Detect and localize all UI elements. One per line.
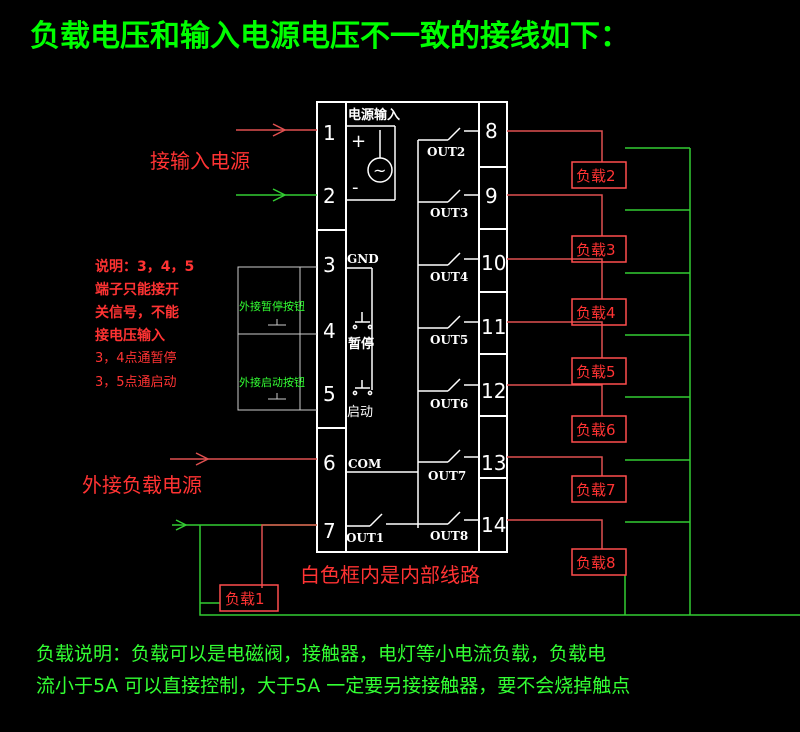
load-4: 负载4 bbox=[576, 304, 616, 322]
note-line-3: 关信号，不能 bbox=[95, 304, 179, 321]
out8-label: OUT8 bbox=[430, 529, 468, 543]
out2-label: OUT2 bbox=[427, 145, 465, 159]
load-7: 负载7 bbox=[576, 481, 616, 499]
terminal-1: 1 bbox=[323, 121, 336, 145]
load-feed-wires bbox=[507, 130, 603, 549]
out4-label: OUT4 bbox=[430, 270, 468, 284]
com-label: COM bbox=[348, 457, 381, 471]
terminal-11: 11 bbox=[481, 315, 506, 339]
terminal-10: 10 bbox=[481, 251, 506, 275]
power-input-label: 电源输入 bbox=[348, 107, 400, 123]
diagram-title: 负载电压和输入电源电压不一致的接线如下： bbox=[30, 19, 630, 54]
load-6: 负载6 bbox=[576, 421, 616, 439]
plus-sign: + bbox=[351, 131, 366, 152]
terminal-12: 12 bbox=[481, 379, 506, 403]
pause-switch-icon bbox=[352, 312, 373, 330]
internal-circuit-box bbox=[316, 101, 508, 553]
terminal-8: 8 bbox=[485, 119, 498, 143]
load-8: 负载8 bbox=[576, 554, 616, 572]
start-label: 启动 bbox=[347, 405, 373, 420]
connect-input-power-label: 接输入电源 bbox=[150, 149, 250, 173]
white-box-note: 白色框内是内部线路 bbox=[300, 563, 480, 587]
input-power-wires bbox=[236, 123, 317, 137]
relay-contacts bbox=[346, 127, 479, 527]
terminal-4: 4 bbox=[323, 319, 336, 343]
note-line-6: 3，5点通启动 bbox=[95, 375, 177, 390]
pause-label: 暂停 bbox=[348, 336, 374, 352]
terminal-13: 13 bbox=[481, 451, 506, 475]
load-return-wires bbox=[624, 147, 691, 615]
note-line-4: 接电压输入 bbox=[95, 327, 165, 344]
out6-label: OUT6 bbox=[430, 397, 468, 411]
load-note-line-1: 负载说明：负载可以是电磁阀，接触器，电灯等小电流负载，负载电 bbox=[36, 643, 606, 665]
load-1: 负载1 bbox=[225, 590, 265, 608]
out1-label: OUT1 bbox=[346, 531, 384, 545]
load-3: 负载3 bbox=[576, 241, 616, 259]
gnd-label: GND bbox=[347, 252, 379, 266]
ext-start-button-label: 外接启动按钮 bbox=[239, 375, 305, 389]
note-line-2: 端子只能接开 bbox=[95, 281, 179, 298]
load-2: 负载2 bbox=[576, 167, 616, 185]
out3-label: OUT3 bbox=[430, 206, 468, 220]
load-note-line-2: 流小于5A 可以直接控制，大于5A 一定要另接接触器，要不会烧掉触点 bbox=[36, 675, 630, 697]
terminal-7: 7 bbox=[323, 519, 336, 543]
terminal-3: 3 bbox=[323, 253, 336, 277]
start-switch-icon bbox=[352, 380, 373, 396]
external-buttons-wiring bbox=[237, 266, 317, 411]
terminal-6: 6 bbox=[323, 451, 336, 475]
out5-label: OUT5 bbox=[430, 333, 468, 347]
terminal-14: 14 bbox=[481, 513, 506, 537]
minus-sign: - bbox=[352, 177, 359, 198]
terminal-9: 9 bbox=[485, 184, 498, 208]
load-boxes bbox=[571, 161, 627, 576]
ext-pause-button-label: 外接暂停按钮 bbox=[239, 299, 305, 313]
note-line-5: 3，4点通暂停 bbox=[95, 350, 177, 366]
note-line-1: 说明：3，4，5 bbox=[95, 258, 194, 275]
terminal-5: 5 bbox=[323, 382, 336, 406]
out7-label: OUT7 bbox=[428, 469, 466, 483]
terminal-2: 2 bbox=[323, 184, 336, 208]
load-5: 负载5 bbox=[576, 363, 616, 381]
ac-symbol: ~ bbox=[373, 161, 386, 180]
external-load-power-label: 外接负载电源 bbox=[82, 473, 202, 497]
